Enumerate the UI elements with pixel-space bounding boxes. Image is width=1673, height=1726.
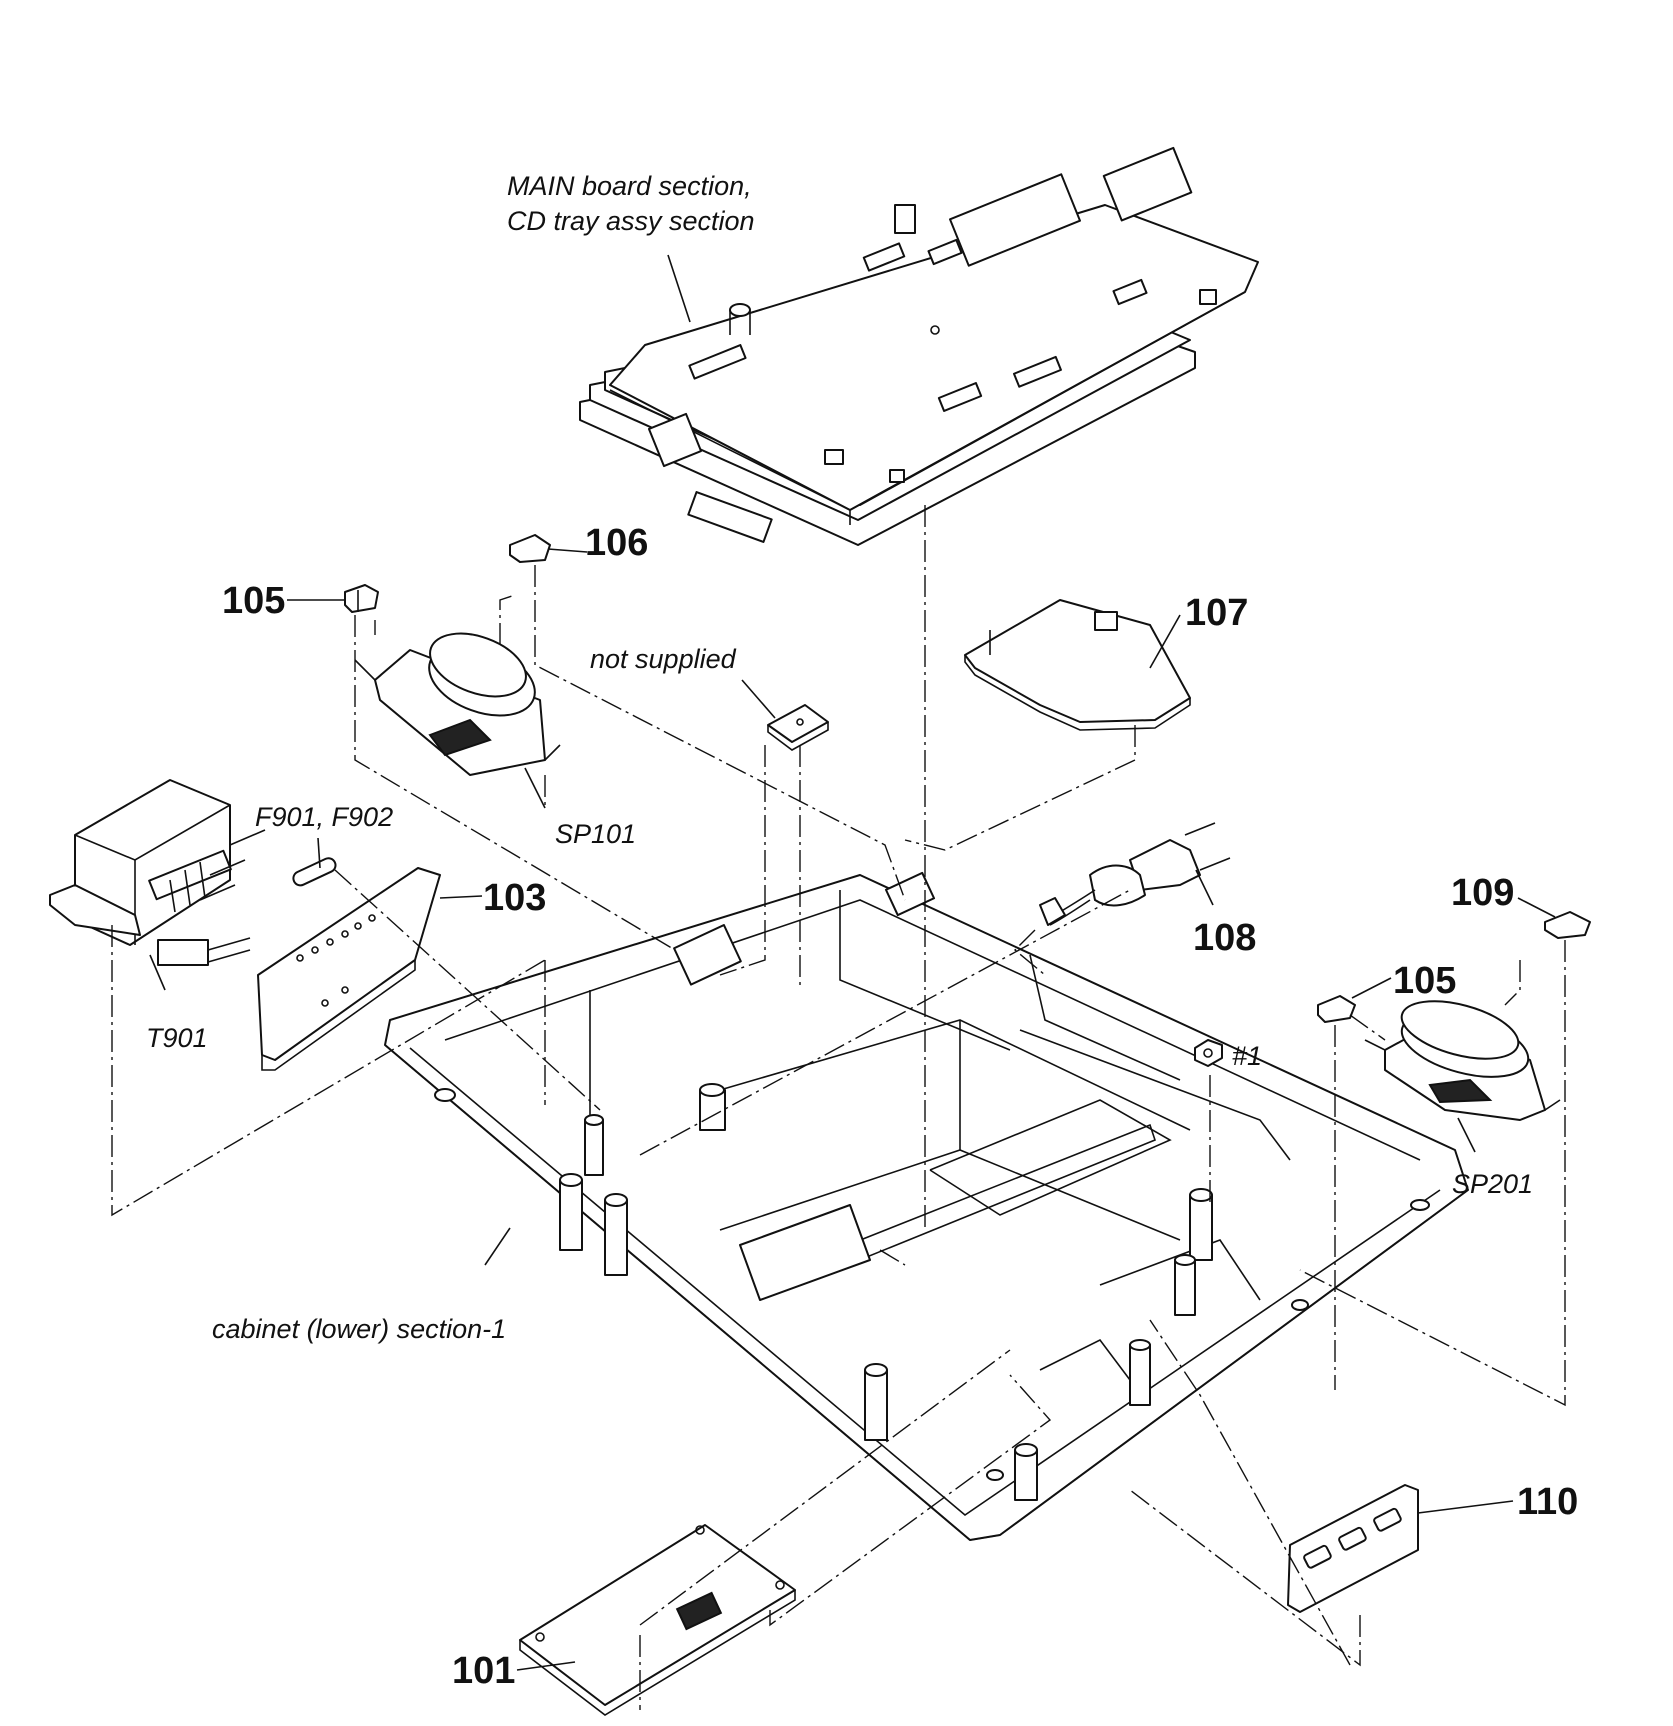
sp101-speaker <box>354 632 561 776</box>
part-number-107: 107 <box>1185 592 1248 634</box>
cabinet-lower <box>384 871 1469 1541</box>
part-101-board <box>519 1524 796 1716</box>
f901-f902-fuse <box>292 857 337 887</box>
f901-f902-label: F901, F902 <box>255 802 393 832</box>
sp201-speaker <box>1364 1000 1561 1121</box>
part-103-board <box>257 867 441 1071</box>
italic-labels: MAIN board section, CD tray assy section… <box>146 171 1533 1344</box>
part-number-110: 110 <box>1517 1481 1578 1523</box>
part-107-board <box>964 599 1191 731</box>
cabinet-lower-label: cabinet (lower) section-1 <box>212 1314 506 1344</box>
main-board-label-line2: CD tray assy section <box>507 206 755 236</box>
not-supplied-bracket <box>767 704 829 751</box>
screw-1-nut <box>1194 1039 1223 1067</box>
leader-lines <box>149 254 1556 1671</box>
part-105-right-clip <box>1317 995 1356 1023</box>
screw-1-label: #1 <box>1232 1041 1262 1071</box>
main-board-assembly <box>579 146 1259 546</box>
sp101-label: SP101 <box>555 819 636 849</box>
part-number-103: 103 <box>483 877 546 919</box>
part-105-left-clip <box>344 584 379 613</box>
t901-label: T901 <box>146 1023 208 1053</box>
part-109-clip <box>1544 911 1591 939</box>
sp201-label: SP201 <box>1452 1169 1533 1199</box>
t901-transformer <box>49 779 266 966</box>
part-110-board <box>1287 1484 1419 1613</box>
part-106-clip <box>509 534 551 563</box>
part-number-105-left: 105 <box>222 580 285 622</box>
part-number-109: 109 <box>1451 872 1514 914</box>
not-supplied-label: not supplied <box>590 644 737 674</box>
part-108-power-cord <box>1039 822 1231 926</box>
part-number-labels: 101 103 105 106 107 108 105 109 110 <box>222 522 1578 1692</box>
part-number-101: 101 <box>452 1650 515 1692</box>
assembly-chain-lines <box>111 505 1566 1710</box>
main-board-label-line1: MAIN board section, <box>507 171 752 201</box>
part-number-108: 108 <box>1193 917 1256 959</box>
part-number-105-right: 105 <box>1393 960 1456 1002</box>
part-number-106: 106 <box>585 522 648 564</box>
